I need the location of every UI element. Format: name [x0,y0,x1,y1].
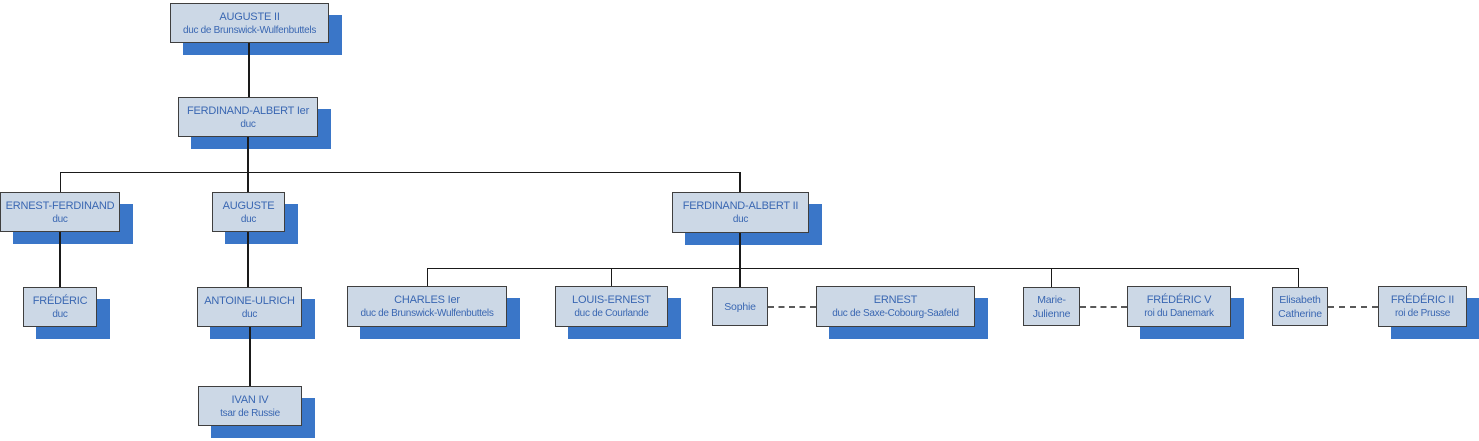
person-node-frederic-ii: FRÉDÉRIC II roi de Prusse [1378,286,1467,327]
person-name: FERDINAND-ALBERT II [682,200,799,212]
descent-line [739,233,741,287]
person-title: duc de Brunswick-Wulfenbuttels [360,308,494,319]
person-title: duc [241,308,258,320]
person-title: roi de Prusse [1394,308,1451,319]
descent-line [247,137,249,192]
person-name: IVAN IV [231,393,269,406]
person-name: CHARLES Ier [394,294,460,306]
descent-line [60,172,741,173]
person-node-sophie: Sophie [712,287,768,326]
descent-line [427,268,428,286]
person-node-marie-julienne: Marie-Julienne [1023,287,1080,326]
descent-line [60,172,61,192]
person-name: AUGUSTE [222,199,275,212]
descent-line [59,232,61,287]
person-title: duc de Brunswick-Wulfenbuttels [182,24,317,36]
person-name: Marie-Julienne [1032,293,1071,320]
descent-line [249,327,251,386]
person-name: AUGUSTE II [219,10,280,23]
person-name: ERNEST-FERDINAND [5,199,115,212]
person-title: duc [52,213,68,225]
person-title: duc de Saxe-Cobourg-Saafeld [832,308,959,319]
person-title: duc [52,308,68,320]
person-title: duc [240,213,257,225]
person-title: tsar de Russie [220,407,280,419]
person-node-ferdinand-albert-ii: FERDINAND-ALBERT II duc [672,192,809,233]
person-name: Elisabeth Catherine [1278,293,1322,320]
person-node-frederic-v: FRÉDÉRIC V roi du Danemark [1127,286,1231,327]
person-node-ernest: ERNEST duc de Saxe-Cobourg-Saafeld [816,286,975,327]
person-name: LOUIS-ERNEST [572,294,651,306]
descent-line [739,172,741,192]
descent-line [1051,268,1052,287]
descent-line [247,232,249,287]
descent-line [1298,268,1299,287]
descent-line [248,43,250,97]
marriage-line [1328,306,1378,308]
descent-line [611,268,612,286]
person-name: ERNEST [873,294,918,306]
person-name: FRÉDÉRIC [32,294,88,307]
person-name: FERDINAND-ALBERT Ier [186,104,310,117]
person-node-elisabeth-catherine: Elisabeth Catherine [1272,287,1328,326]
person-name: FRÉDÉRIC V [1146,294,1212,306]
person-node-louis-ernest: LOUIS-ERNEST duc de Courlande [555,286,668,327]
person-title: roi du Danemark [1144,308,1214,319]
person-title: duc [240,118,256,130]
person-node-charles-ier: CHARLES Ier duc de Brunswick-Wulfenbuttel… [347,286,507,327]
person-title: duc de Courlande [574,308,649,319]
marriage-line [768,306,816,308]
person-name: FRÉDÉRIC II [1390,294,1455,306]
person-title: duc [732,214,749,225]
person-name: ANTOINE-ULRICH [204,294,295,307]
descent-line [427,268,1299,269]
marriage-line [1080,306,1127,308]
person-name: Sophie [724,300,756,313]
